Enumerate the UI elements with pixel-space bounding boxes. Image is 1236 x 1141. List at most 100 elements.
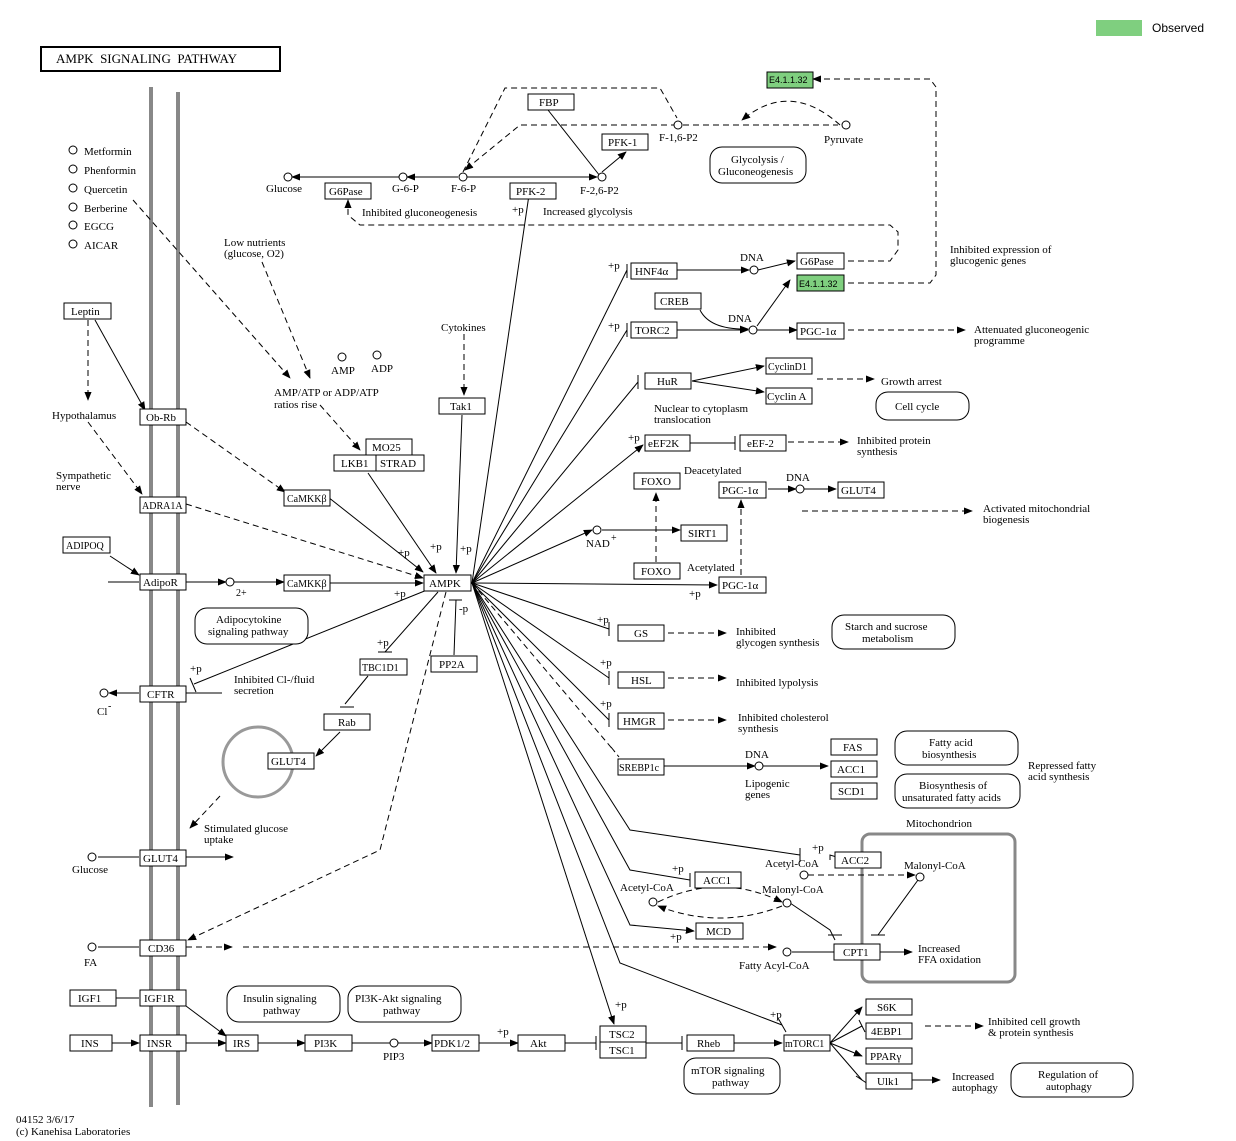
gene-acc2: ACC2 [841, 855, 869, 867]
gene-ob-rb: Ob-Rb [146, 412, 176, 424]
p-mark: +p [430, 541, 442, 553]
compound-cl: Cl [97, 706, 107, 718]
compound-adp: ADP [371, 363, 393, 375]
compound-malonyl-coa-2: Malonyl-CoA [762, 884, 824, 896]
compound-nad: NAD [586, 538, 610, 550]
legend-observed-label: Observed [1152, 21, 1204, 35]
p-mark: +p [497, 1026, 509, 1038]
ca-superscript: 2+ [236, 588, 247, 599]
gene-pfk1: PFK-1 [608, 137, 637, 149]
gene-scd1: SCD1 [838, 786, 865, 798]
pathway-starch[interactable] [831, 614, 956, 650]
label-inhibited-cl-2: secretion [234, 685, 274, 697]
label-increased-ffa-2: FFA oxidation [918, 954, 982, 966]
gene-adipor: AdipoR [143, 577, 179, 589]
gene-rab: Rab [338, 717, 356, 729]
pathway-adipocytokine-line2: signaling pathway [208, 626, 289, 638]
pathway-insulin[interactable] [226, 985, 341, 1023]
label-amp-atp-1: AMP/ATP or ADP/ATP [274, 387, 379, 399]
pathway-starch-line2: metabolism [862, 633, 914, 645]
gene-ulk1: Ulk1 [877, 1076, 899, 1088]
dna-label-2: DNA [728, 313, 752, 325]
compound-amp: AMP [331, 365, 355, 377]
mitochondrion-compartment [860, 832, 1017, 984]
gene-ins: INS [81, 1038, 99, 1050]
label-inhibited-cl-1: Inhibited Cl-/fluid [234, 674, 315, 686]
gene-mcd: MCD [706, 926, 731, 938]
p-mark: +p [615, 999, 627, 1011]
footer-id-date: 04152 3/6/17 [16, 1114, 75, 1126]
pathway-glycolysis[interactable] [709, 146, 807, 184]
label-increased-autophagy-1: Increased [952, 1071, 995, 1083]
compound-metformin: Metformin [84, 146, 132, 158]
gene-akt: Akt [530, 1038, 547, 1050]
gene-pp2a: PP2A [439, 659, 465, 671]
pathway-glycolysis-line2: Gluconeogenesis [718, 166, 793, 178]
p-mark: +p [377, 637, 389, 649]
gene-gs: GS [634, 628, 648, 640]
compound-pyruvate: Pyruvate [824, 134, 863, 146]
gene-glut4-vesicle: GLUT4 [271, 756, 306, 768]
dna-label-3: DNA [786, 472, 810, 484]
compound-nodes: AMP ADP Glucose G-6-P F-6-P F-2,6-P2 F-1… [72, 120, 966, 1063]
edges-solid [94, 109, 941, 1085]
compound-glucose-mem: Glucose [72, 864, 108, 876]
pathway-cell-cycle[interactable] [875, 391, 970, 421]
gene-tak1: Tak1 [450, 401, 472, 413]
p-mark: +p [394, 588, 406, 600]
label-increased-autophagy-2: autophagy [952, 1082, 998, 1094]
pathway-adipocytokine[interactable] [194, 607, 309, 645]
label-low-nutrients-1: Low nutrients [224, 237, 285, 249]
pathway-mtor-line1: mTOR signaling [691, 1065, 765, 1077]
compound-malonyl-coa-1: Malonyl-CoA [904, 860, 966, 872]
pathway-unsat-line2: unsaturated fatty acids [902, 792, 1001, 804]
label-activated-mito-1: Activated mitochondrial [983, 503, 1090, 515]
gene-g6pase: G6Pase [329, 186, 363, 198]
pathway-pi3k-akt[interactable] [347, 985, 462, 1023]
pathway-mtor[interactable] [683, 1057, 781, 1095]
compound-fa: FA [84, 957, 97, 969]
p-mark: +p [460, 543, 472, 555]
gene-fas: FAS [843, 742, 862, 754]
pathway-fatty-acid[interactable] [894, 730, 1019, 766]
compound-f6p: F-6-P [451, 183, 476, 195]
mitochondrion-label: Mitochondrion [906, 818, 972, 830]
pathway-links: Adipocytokine signaling pathway Insulin … [194, 146, 1134, 1098]
pathway-autophagy[interactable] [1010, 1062, 1134, 1098]
label-stimulated-glucose-1: Stimulated glucose [204, 823, 288, 835]
label-nuclear-1: Nuclear to cytoplasm [654, 403, 749, 415]
label-activated-mito-2: biogenesis [983, 514, 1029, 526]
gene-camkkb-2: CaMKKβ [287, 579, 327, 590]
gene-pgc1a-1: PGC-1α [800, 326, 837, 338]
compound-pip3: PIP3 [383, 1051, 405, 1063]
gene-srebp1c: SREBP1c [619, 763, 660, 774]
label-inhibited-protein-2: synthesis [857, 446, 897, 458]
gene-mo25: MO25 [372, 442, 401, 454]
drug-list: Metformin Phenformin Quercetin Berberine… [68, 145, 136, 252]
gene-4ebp1: 4EBP1 [871, 1026, 902, 1038]
gene-igf1r: IGF1R [144, 993, 175, 1005]
gene-leptin: Leptin [71, 306, 100, 318]
label-sympathetic-2: nerve [56, 481, 81, 493]
gene-mtorc1: mTORC1 [785, 1039, 824, 1050]
label-inhibited-glycogen-2: glycogen synthesis [736, 637, 819, 649]
label-hypothalamus: Hypothalamus [52, 410, 116, 422]
compound-acetyl-coa-2: Acetyl-CoA [620, 882, 674, 894]
gene-adra1a: ADRA1A [142, 501, 183, 512]
p-mark: +p [600, 698, 612, 710]
label-acetylated: Acetylated [687, 562, 735, 574]
p-mark: +p [672, 863, 684, 875]
p-mark: +p [670, 931, 682, 943]
pathway-fatty-acid-line1: Fatty acid [929, 737, 973, 749]
page-title: AMPK SIGNALING PATHWAY [56, 51, 238, 66]
gene-cftr: CFTR [147, 689, 175, 701]
p-mark: +p [812, 842, 824, 854]
label-low-nutrients-2: (glucose, O2) [224, 248, 284, 260]
gene-eef2: eEF-2 [747, 438, 774, 450]
p-mark: +p [600, 657, 612, 669]
label-nuclear-2: translocation [654, 414, 711, 426]
gene-hur: HuR [657, 376, 678, 388]
pathway-unsat[interactable] [894, 773, 1021, 809]
compound-fatty-acyl-coa: Fatty Acyl-CoA [739, 960, 810, 972]
gene-torc2: TORC2 [635, 325, 670, 337]
